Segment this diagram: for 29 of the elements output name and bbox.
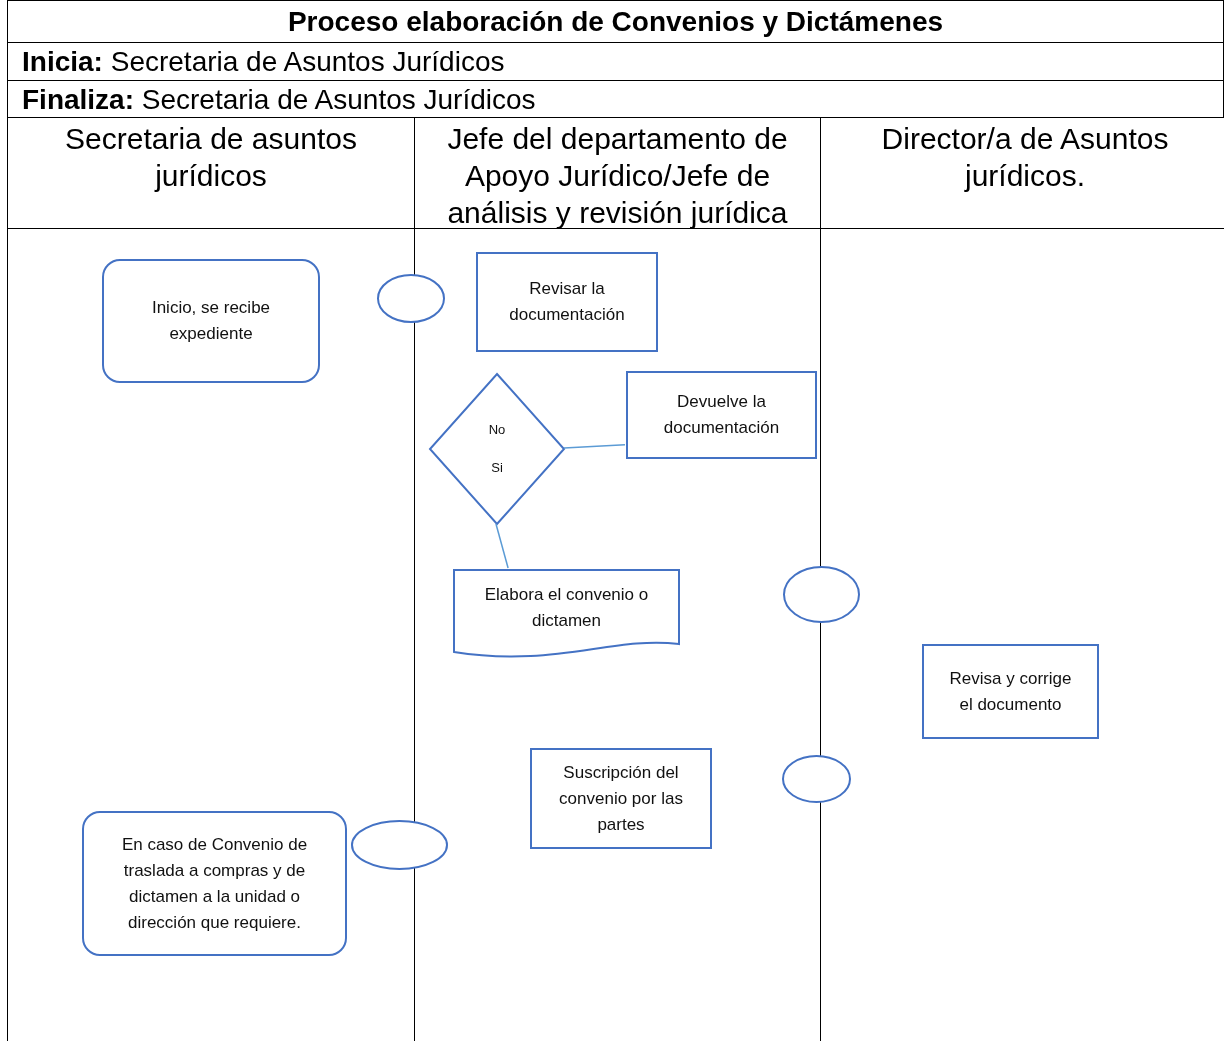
header-note: Finaliza: Secretaria de Asuntos Jurídicos <box>22 83 536 116</box>
connector-line <box>495 523 509 569</box>
node-text: Revisar la documentación <box>508 278 626 326</box>
header-note: Inicia: Secretaria de Asuntos Jurídicos <box>22 45 505 78</box>
node-text: En caso de Convenio de traslada a compras y de dictamen a la unidad o dirección que requiere. <box>120 833 309 934</box>
node-text: Elabora el convenio o dictamen <box>483 583 650 632</box>
node-text: Devuelve la documentación <box>662 391 781 439</box>
connector-circle <box>783 566 860 623</box>
decision-label: Si <box>491 460 503 476</box>
connector-circle <box>351 820 448 870</box>
node-text: Revisa y corrige el documento <box>948 667 1073 716</box>
connector-line <box>563 444 626 449</box>
lane-heading: Jefe del departamento de Apoyo Jurídico/Jefe de análisis y revisión jurídica <box>446 121 789 231</box>
node-text: Suscripción del convenio por las partes <box>558 761 684 836</box>
diagram-title: Proceso elaboración de Convenios y Dictámenes <box>286 5 945 39</box>
lane-heading: Director/a de Asuntos jurídicos. <box>880 121 1170 194</box>
process-box <box>476 252 658 352</box>
node-text: Inicio, se recibe expediente <box>150 297 272 345</box>
rounded-box <box>102 259 320 383</box>
process-box <box>530 748 712 849</box>
rounded-box <box>82 811 347 956</box>
decision-label: No <box>488 422 506 438</box>
connector-circle <box>377 274 445 323</box>
swimlane <box>7 117 415 1041</box>
decision-diamond <box>429 373 565 525</box>
connector-circle <box>782 755 851 803</box>
lane-heading: Secretaria de asuntos jurídicos <box>64 121 358 194</box>
process-box <box>922 644 1099 739</box>
process-box <box>626 371 817 459</box>
